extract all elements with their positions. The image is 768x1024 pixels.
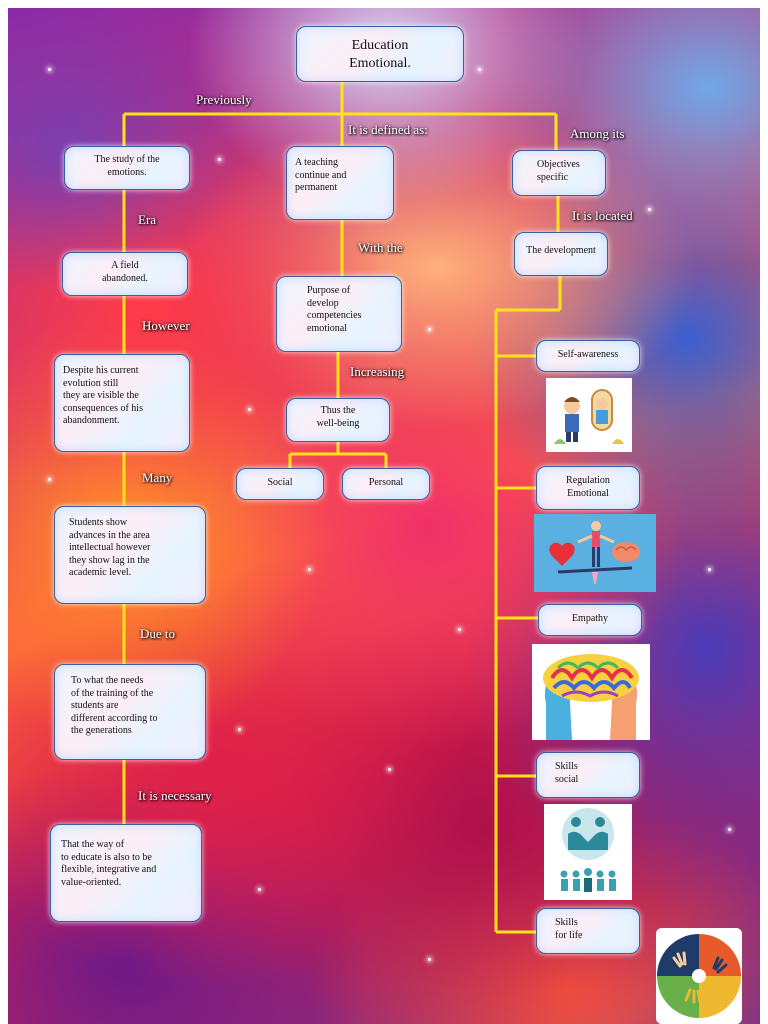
node-personal: Personal — [342, 468, 430, 500]
node-skills-life: Skills for life — [536, 908, 640, 954]
node-needs: To what the needs of the training of the… — [54, 664, 206, 760]
label-however: However — [142, 318, 190, 333]
node-skills-social: Skills social — [536, 752, 640, 798]
star-sparkle — [478, 68, 481, 71]
node-purpose: Purpose of develop competencies emotiona… — [276, 276, 402, 352]
node-empathy: Empathy — [538, 604, 642, 636]
two-heads-colorful-brain-illustration — [532, 644, 650, 740]
star-sparkle — [428, 328, 431, 331]
heart-brain-balance-illustration — [534, 514, 656, 592]
star-sparkle — [458, 628, 461, 631]
node-field: A field abandoned. — [62, 252, 188, 296]
connector-lines — [122, 82, 562, 934]
hands-puzzle-logo — [656, 928, 742, 1024]
star-sparkle — [708, 568, 711, 571]
label-with-the: With the — [358, 240, 403, 255]
node-objectives: Objectives specific — [512, 150, 606, 196]
star-sparkle — [238, 728, 241, 731]
node-development: The development — [514, 232, 608, 276]
star-sparkle — [258, 888, 261, 891]
node-teaching: A teaching continue and permanent — [286, 146, 394, 220]
label-among: Among its — [570, 126, 625, 141]
node-study: The study of the emotions. — [64, 146, 190, 190]
star-sparkle — [728, 828, 731, 831]
node-self-awareness: Self-awareness — [536, 340, 640, 372]
diagram-canvas: Education Emotional. The study of the em… — [8, 8, 760, 1024]
node-way: That the way of to educate is also to be… — [50, 824, 202, 922]
label-located: It is located — [572, 208, 633, 223]
label-increasing: Increasing — [350, 364, 405, 379]
label-many: Many — [142, 470, 173, 485]
label-necessary: It is necessary — [138, 788, 212, 803]
label-defined: It is defined as: — [348, 122, 428, 137]
people-handshake-group-icon — [544, 804, 632, 900]
node-regulation: Regulation Emotional — [536, 466, 640, 510]
star-sparkle — [388, 768, 391, 771]
star-sparkle — [48, 478, 51, 481]
node-title: Education Emotional. — [296, 26, 464, 82]
star-sparkle — [248, 408, 251, 411]
label-due-to: Due to — [140, 626, 176, 641]
star-sparkle — [48, 68, 51, 71]
label-era: Era — [138, 212, 157, 227]
star-sparkle — [218, 158, 221, 161]
star-sparkle — [428, 958, 431, 961]
label-previously: Previously — [196, 92, 252, 107]
star-sparkle — [308, 568, 311, 571]
node-students: Students show advances in the area intel… — [54, 506, 206, 604]
node-despite: Despite his current evolution still they… — [54, 354, 190, 452]
node-social: Social — [236, 468, 324, 500]
star-sparkle — [648, 208, 651, 211]
node-wellbeing: Thus the well-being — [286, 398, 390, 442]
two-people-mirror-illustration — [546, 378, 632, 452]
